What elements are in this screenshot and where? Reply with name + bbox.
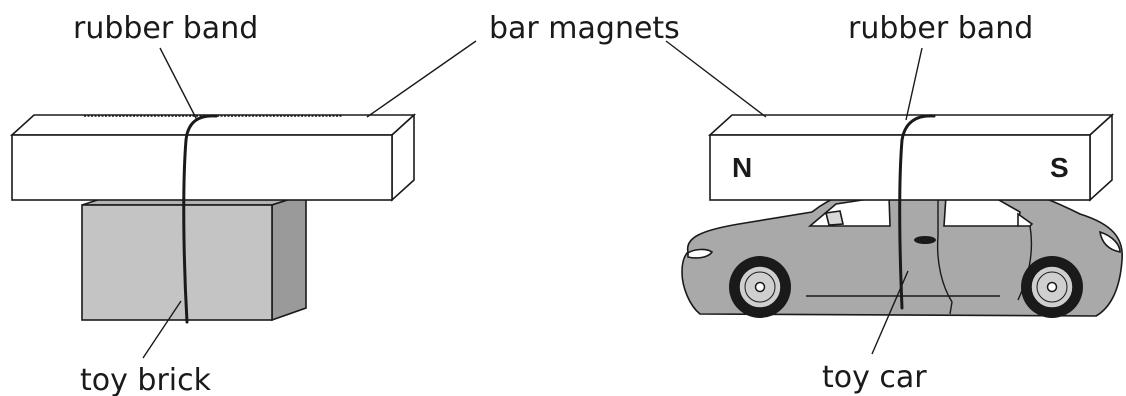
car-rear-wheel	[1021, 256, 1083, 318]
car-side-mirror	[825, 210, 844, 226]
leader-rubber-band-left	[159, 47, 198, 121]
south-pole-label: S	[1050, 152, 1069, 183]
bar-magnet-left-front-face	[11, 134, 393, 201]
car-front-wheel	[729, 256, 791, 318]
leader-toy-brick	[142, 300, 182, 359]
label-rubber-band-right: rubber band	[848, 11, 1033, 46]
rubber-band-left	[182, 114, 218, 324]
label-bar-magnets: bar magnets	[489, 11, 680, 46]
leader-bar-magnets-left	[366, 40, 477, 118]
car-door-line	[936, 196, 953, 315]
car-tail-light	[1098, 230, 1121, 253]
leader-bar-magnets-right	[665, 40, 767, 118]
right-setup: N S	[681, 47, 1123, 355]
label-rubber-band-left: rubber band	[73, 11, 258, 46]
toy-brick	[81, 192, 307, 322]
leader-toy-car	[871, 270, 909, 355]
left-setup	[9, 47, 417, 359]
rubber-band-right	[898, 114, 936, 310]
car-door-handle	[914, 236, 936, 244]
label-toy-car: toy car	[822, 360, 927, 395]
toy-brick-side-face	[271, 192, 307, 322]
bar-magnet-right-top-face	[707, 114, 1115, 136]
bar-magnet-left	[9, 113, 417, 202]
toy-brick-front-face	[81, 204, 273, 321]
north-pole-label: N	[732, 152, 752, 183]
leader-rubber-band-right	[905, 47, 923, 121]
label-toy-brick: toy brick	[80, 363, 212, 396]
bar-magnet-right: N S	[707, 113, 1115, 202]
bar-magnet-left-top-face	[9, 114, 417, 136]
car-rear-door-line	[1017, 225, 1033, 301]
car-headlight	[687, 248, 714, 259]
car-rear-window	[943, 195, 1021, 227]
